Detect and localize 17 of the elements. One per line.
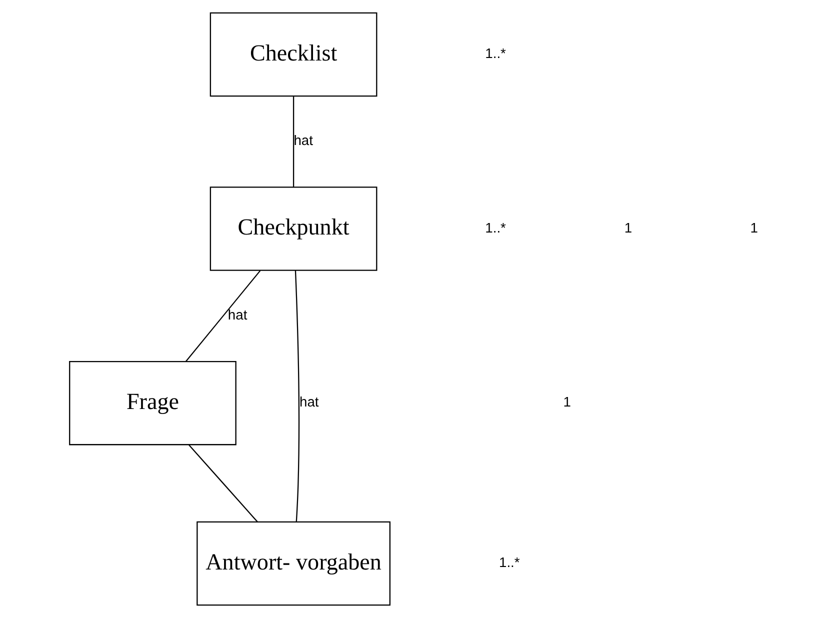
node-box: Antwort- vorgaben bbox=[196, 521, 390, 606]
edge-label: hat bbox=[299, 394, 318, 410]
edge-label: hat bbox=[227, 306, 247, 323]
label: 1 bbox=[624, 219, 632, 236]
connector bbox=[188, 444, 258, 522]
label: 1..* bbox=[498, 554, 520, 570]
node-box: Checkpunkt bbox=[209, 186, 377, 271]
connector bbox=[292, 96, 294, 188]
label: 1 bbox=[562, 394, 570, 410]
label: 1..* bbox=[484, 219, 506, 236]
label: 1 bbox=[750, 219, 758, 236]
node-box: Checklist bbox=[209, 12, 377, 97]
node-box: Frage bbox=[68, 360, 236, 446]
label: 1..* bbox=[484, 45, 506, 62]
connector bbox=[184, 270, 260, 362]
edge-label: hat bbox=[293, 132, 312, 148]
connector bbox=[294, 270, 300, 522]
